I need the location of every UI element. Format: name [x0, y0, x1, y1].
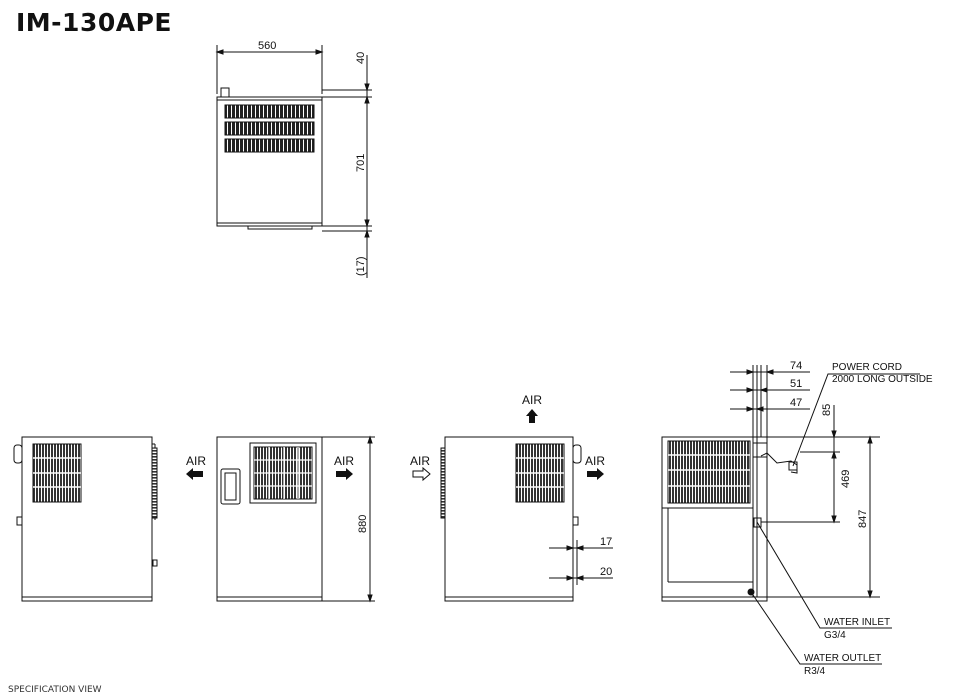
callout-water-inlet-2: G3/4	[824, 630, 846, 641]
callout-power-cord-1: POWER CORD	[832, 362, 902, 373]
dim-top-height-3: (17)	[355, 256, 367, 276]
model-title: IM-130APE	[16, 8, 172, 37]
air-arrow-side-right	[587, 468, 604, 480]
front-view	[216, 435, 375, 603]
callout-power-cord-2: 2000 LONG OUTSIDE	[832, 374, 933, 385]
dim-top-height-1: 40	[355, 52, 367, 64]
dim-rear-f: 847	[857, 510, 869, 528]
cut-off-caption: SPECIFICATION VIEW	[8, 685, 102, 695]
callout-water-outlet-1: WATER OUTLET	[804, 653, 881, 664]
air-arrow-mid	[336, 468, 353, 480]
dim-top-width: 560	[258, 40, 276, 52]
rear-view	[661, 365, 920, 665]
dim-side-a: 17	[600, 536, 612, 548]
dim-side-b: 20	[600, 566, 612, 578]
dim-rear-b: 51	[790, 378, 802, 390]
left-side-view	[13, 436, 158, 602]
top-view	[215, 45, 372, 278]
air-label-mid: AIR	[334, 454, 354, 468]
dim-top-height-2: 701	[355, 154, 367, 172]
right-side-view	[440, 436, 613, 602]
air-arrow-left	[186, 468, 203, 480]
callout-water-inlet-1: WATER INLET	[824, 617, 890, 628]
air-label-side-right: AIR	[585, 454, 605, 468]
air-label-side-left: AIR	[410, 454, 430, 468]
air-arrow-side-top	[526, 409, 538, 423]
callout-water-outlet-2: R3/4	[804, 666, 826, 677]
dim-front-height: 880	[357, 515, 369, 533]
air-label-left: AIR	[186, 454, 206, 468]
air-arrow-side-left	[412, 466, 431, 482]
dim-rear-c: 47	[790, 397, 802, 409]
dim-rear-a: 74	[790, 360, 802, 372]
dim-rear-e: 469	[840, 470, 852, 488]
dim-rear-d: 85	[821, 404, 833, 416]
air-label-side-top: AIR	[522, 393, 542, 407]
